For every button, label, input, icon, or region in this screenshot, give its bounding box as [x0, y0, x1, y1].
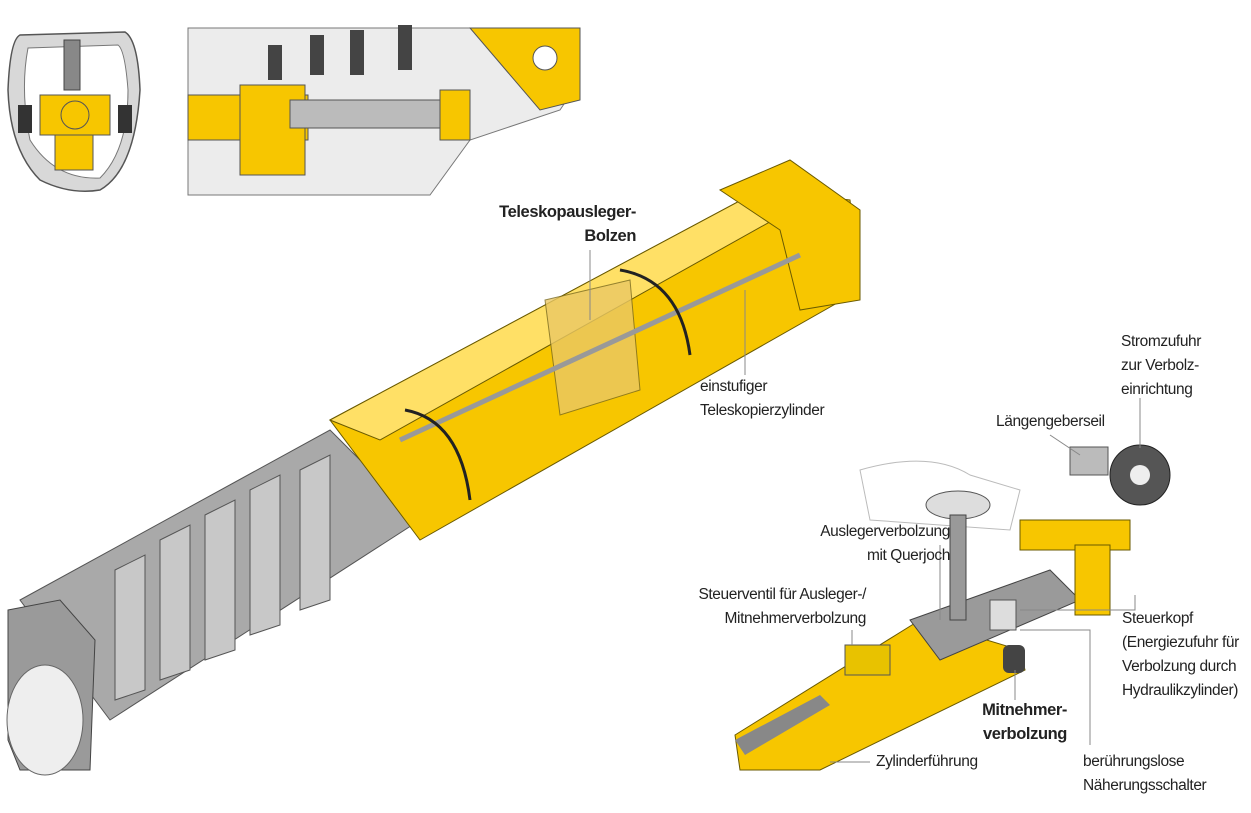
label-teleskopausleger-bolzen: Teleskopausleger- Bolzen [499, 200, 636, 248]
pinning-detail [734, 444, 1171, 771]
label-line: Zylinderführung [876, 753, 978, 770]
leader-lines [589, 250, 1141, 763]
label-line: Teleskopierzylinder [700, 402, 825, 419]
label-line: Mitnehmer- [982, 701, 1067, 719]
label-line: Teleskopausleger- [499, 203, 636, 221]
label-line: (Energiezufuhr für [1122, 634, 1239, 651]
label-line: einstufiger [700, 378, 768, 395]
label-line: Auslegerverbolzung [820, 523, 950, 540]
longitudinal-section-inset [187, 25, 581, 196]
label-line: zur Verbolz- [1121, 357, 1199, 374]
label-line: Längengeberseil [996, 413, 1105, 430]
label-line: Stromzufuhr [1121, 333, 1202, 350]
label-line: Näherungsschalter [1083, 777, 1207, 794]
label-mitnehmerverbolzung: Mitnehmer-verbolzung [982, 698, 1067, 746]
label-line: berührungslose [1083, 753, 1185, 770]
label-zylinderfuehrung: Zylinderführung [876, 750, 978, 774]
label-line: einrichtung [1121, 381, 1193, 398]
label-auslegerverbolzung: Auslegerverbolzung mit Querjoch [820, 520, 950, 568]
label-line: Bolzen [584, 227, 636, 245]
label-line: Steuerventil für Ausleger-/ [698, 586, 866, 603]
cross-section-inset [7, 31, 141, 192]
label-line: Hydraulikzylinder) [1122, 682, 1238, 699]
label-line: mit Querjoch [866, 547, 950, 564]
telescopic-boom [6, 159, 861, 776]
label-steuerventil: Steuerventil für Ausleger-/ Mitnehmerverb… [698, 583, 866, 631]
label-laengengeberseil: Längengeberseil [996, 410, 1105, 434]
label-line: verbolzung [982, 725, 1067, 743]
label-line: Mitnehmerverbolzung [724, 610, 867, 627]
label-line: Verbolzung durch [1122, 658, 1237, 675]
label-line: Steuerkopf [1122, 610, 1193, 627]
label-stromzufuhr: Stromzufuhr zur Verbolz-einrichtung [1121, 330, 1201, 402]
